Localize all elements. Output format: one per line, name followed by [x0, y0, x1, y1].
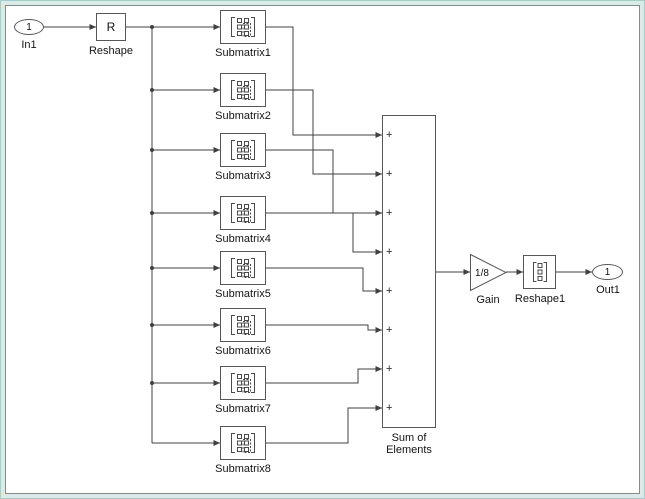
- wire-submatrix6-to-sum[interactable]: [266, 324, 382, 333]
- sum-input-plus: +: [386, 285, 393, 297]
- submatrix3-label: Submatrix3: [215, 170, 271, 182]
- reshape1-label: Reshape1: [514, 293, 566, 305]
- matrix-selection-icon: [231, 203, 255, 223]
- sum-of-elements-block[interactable]: + + + + + + + +: [382, 115, 436, 428]
- branch-dot: [150, 25, 154, 29]
- sum-input-plus: +: [386, 402, 393, 414]
- sum-input-plus: +: [386, 324, 393, 336]
- submatrix7-block[interactable]: [220, 366, 266, 400]
- sum-label-line1: Sum of: [391, 432, 427, 444]
- submatrix6-label: Submatrix6: [215, 345, 271, 357]
- sum-input-plus: +: [386, 246, 393, 258]
- matrix-selection-icon: [231, 140, 255, 160]
- reshape-block[interactable]: R: [96, 13, 126, 41]
- gain-block[interactable]: 1/8: [470, 254, 507, 291]
- branch-dot: [150, 211, 154, 215]
- reshape-label: Reshape: [88, 45, 134, 57]
- submatrix1-label: Submatrix1: [215, 47, 271, 59]
- wire-submatrix2-to-sum[interactable]: [266, 89, 382, 177]
- submatrix8-label: Submatrix8: [215, 463, 271, 475]
- wire-submatrix7-to-sum[interactable]: [266, 366, 382, 384]
- matrix-selection-icon: [231, 433, 255, 453]
- outport-out1-label: Out1: [596, 284, 620, 296]
- wire-submatrix4-to-sum[interactable]: [266, 212, 382, 255]
- submatrix5-block[interactable]: [220, 251, 266, 285]
- gain-value: 1/8: [475, 268, 489, 279]
- matrix-selection-icon: [231, 373, 255, 393]
- matrix-selection-icon: [231, 17, 255, 37]
- gain-triangle: [470, 254, 507, 291]
- inport-in1-block[interactable]: 1: [14, 19, 44, 35]
- matrix-selection-icon: [231, 80, 255, 100]
- submatrix2-label: Submatrix2: [215, 110, 271, 122]
- submatrix5-label: Submatrix5: [215, 288, 271, 300]
- sum-input-plus: +: [386, 207, 393, 219]
- sum-input-plus: +: [386, 168, 393, 180]
- wire-submatrix3-to-sum[interactable]: [266, 149, 382, 216]
- submatrix7-label: Submatrix7: [215, 403, 271, 415]
- diagram-canvas[interactable]: 1 In1 R Reshape Submatrix1 Submatrix2 Su…: [5, 5, 640, 494]
- gain-label: Gain: [476, 294, 500, 306]
- submatrix1-block[interactable]: [220, 10, 266, 44]
- matrix-selection-icon: [231, 258, 255, 278]
- signal-wires: [44, 24, 592, 446]
- branch-dot: [150, 381, 154, 385]
- matrix-icon: [532, 262, 547, 282]
- submatrix4-block[interactable]: [220, 196, 266, 230]
- branch-dot: [150, 323, 154, 327]
- submatrix2-block[interactable]: [220, 73, 266, 107]
- wire-submatrix5-to-sum[interactable]: [266, 267, 382, 294]
- inport-in1-label: In1: [21, 39, 37, 51]
- sum-input-plus: +: [386, 363, 393, 375]
- submatrix3-block[interactable]: [220, 133, 266, 167]
- reshape1-block[interactable]: [523, 255, 556, 289]
- sum-input-plus: +: [386, 129, 393, 141]
- outport-out1-block[interactable]: 1: [592, 264, 623, 280]
- branch-dot: [150, 266, 154, 270]
- reshape-glyph: R: [106, 20, 116, 34]
- branch-dot: [150, 148, 154, 152]
- sum-of-elements-label: Sum of Elements: [364, 432, 454, 456]
- submatrix8-block[interactable]: [220, 426, 266, 460]
- wire-submatrix1-to-sum[interactable]: [266, 26, 382, 138]
- wire-submatrix8-to-sum[interactable]: [266, 405, 382, 444]
- submatrix6-block[interactable]: [220, 308, 266, 342]
- outport-out1-number: 1: [604, 266, 611, 278]
- sum-label-line2: Elements: [386, 444, 432, 456]
- branch-dot: [150, 88, 154, 92]
- submatrix4-label: Submatrix4: [215, 233, 271, 245]
- inport-in1-number: 1: [26, 21, 32, 33]
- matrix-selection-icon: [231, 315, 255, 335]
